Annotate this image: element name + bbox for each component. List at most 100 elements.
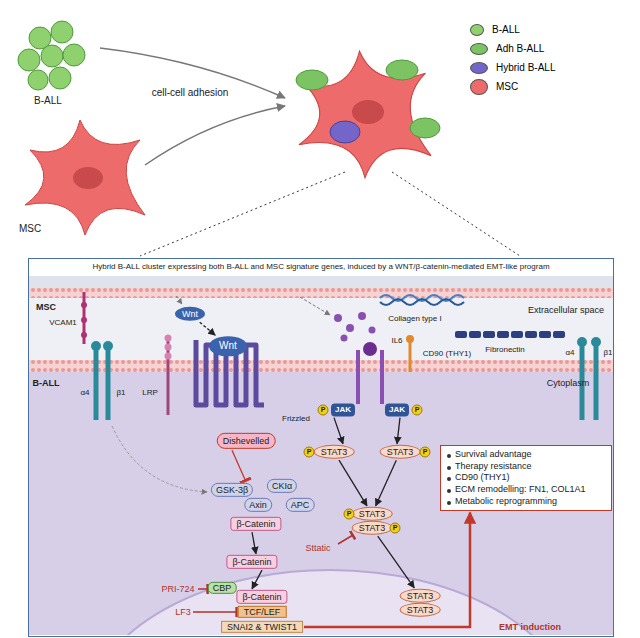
node-text: TCF/LEF [244, 607, 281, 617]
node-text: JAK [335, 405, 351, 414]
legend-text: B-ALL [492, 24, 520, 35]
legend-swatch [470, 43, 488, 55]
node-text: Hybrid B-ALL cluster expressing both B-A… [29, 259, 613, 274]
destruction-complex: APC [286, 498, 315, 512]
interface-panel: Hybrid B-ALL cluster expressing both B-A… [28, 258, 614, 637]
hybrid-cluster [296, 51, 440, 178]
legend-swatch [470, 79, 488, 95]
node-text: CKIα [272, 481, 292, 491]
destruction-complex: Axin [244, 498, 272, 512]
phospho-mark: P [344, 509, 355, 520]
adhesion-arrow [145, 106, 285, 165]
node-text: STAT3 [321, 447, 348, 457]
connector [200, 322, 216, 335]
label: β1 [603, 348, 612, 357]
label: CD90 (THY1) [423, 349, 471, 358]
connector [397, 418, 400, 444]
label: Sttatic [305, 543, 330, 553]
wnt-ligand: Wnt [209, 336, 247, 356]
node-text: P [393, 524, 398, 532]
label: PRI-724 [161, 584, 194, 594]
label: β1 [116, 388, 125, 397]
legend-text: Hybrid B-ALL [496, 62, 555, 73]
label: MSC [19, 223, 41, 234]
legend-row: B-ALL [470, 20, 555, 39]
legend-row: MSC [470, 77, 555, 96]
node-text: P [347, 510, 352, 518]
stat3-oval: STAT3 [352, 507, 393, 521]
node-text: ECM remodelling: FN1, COL1A1 [447, 484, 605, 496]
msc-cell [25, 120, 145, 235]
node-text: Wnt [219, 340, 237, 352]
node-text: JAK [389, 405, 405, 414]
node-text: Wnt [182, 309, 198, 319]
jak-kinase: JAK [331, 403, 355, 416]
stat3-oval: STAT3 [314, 445, 355, 459]
node-text: Survival advantage [447, 449, 605, 461]
connector [232, 450, 246, 482]
legend: B-ALL Adh B-ALL Hybrid B-ALL MSC [470, 20, 555, 96]
connector [252, 532, 256, 554]
label: cell-cell adhesion [152, 87, 229, 98]
node-text: Metabolic reprogramming [447, 496, 605, 508]
node-text: STAT3 [359, 523, 386, 533]
b-all-cluster [18, 21, 85, 90]
phospho-mark: P [420, 447, 431, 458]
node-text: STAT3 [359, 509, 386, 519]
label: Extracellular space [528, 305, 604, 315]
stat3-oval: STAT3 [380, 445, 421, 459]
connector [376, 460, 397, 506]
node-text: SNAI2 & TWIST1 [227, 622, 297, 632]
legend-row: Hybrid B-ALL [470, 58, 555, 77]
dishevelled-box: Dishevelled [217, 433, 276, 449]
stat3-oval: STAT3 [400, 589, 441, 603]
legend-row: Adh B-ALL [470, 39, 555, 58]
cell-interface [29, 259, 613, 635]
label: EMT induction [499, 622, 561, 632]
node-text: CD90 (THY1) [447, 472, 605, 484]
legend-text: MSC [496, 81, 518, 92]
legend-text: Adh B-ALL [496, 43, 544, 54]
node-text: CBP [213, 583, 232, 593]
node-text: Therapy resistance [447, 461, 605, 473]
label: B-ALL [34, 95, 62, 106]
beta-catenin-box: β-Catenin [230, 517, 281, 531]
label: VCAM1 [49, 318, 77, 327]
label: LRP [142, 388, 158, 397]
phospho-mark: P [412, 405, 423, 416]
label: MSC [36, 302, 56, 312]
node-text: STAT3 [407, 605, 434, 615]
node-text: P [307, 448, 312, 456]
label: B-ALL [33, 378, 60, 388]
legend-swatch [470, 24, 484, 36]
phospho-mark: P [318, 405, 329, 416]
beta-catenin-box: β-Catenin [236, 590, 287, 604]
destruction-complex: CKIα [267, 479, 297, 493]
jak-kinase: JAK [385, 403, 409, 416]
label: IL6 [391, 336, 402, 345]
label: Cytoplasm [547, 378, 590, 388]
adhesion-arrow [100, 48, 285, 98]
node-text: β-Catenin [236, 519, 275, 529]
outcome-box: Survival advantageTherapy resistanceCD90… [440, 445, 612, 511]
stat3-oval: STAT3 [352, 521, 393, 535]
label: Collagen type I [388, 314, 441, 323]
node-text: STAT3 [387, 447, 414, 457]
connector [378, 536, 414, 588]
tcf-lef-box: TCF/LEF [238, 606, 287, 618]
label: α4 [565, 348, 574, 357]
node-text: P [423, 448, 428, 456]
label: LF3 [175, 607, 191, 617]
target-gene-box: SNAI2 & TWIST1 [221, 621, 303, 633]
connector [252, 570, 262, 589]
node-text: GSK-3β [216, 485, 248, 495]
node-text: β-Catenin [232, 557, 271, 567]
connector [334, 418, 343, 444]
label: α4 [80, 388, 89, 397]
connector [304, 512, 470, 627]
node-text: Axin [249, 500, 267, 510]
node-text: P [321, 406, 326, 414]
beta-catenin-box: β-Catenin [226, 555, 277, 569]
